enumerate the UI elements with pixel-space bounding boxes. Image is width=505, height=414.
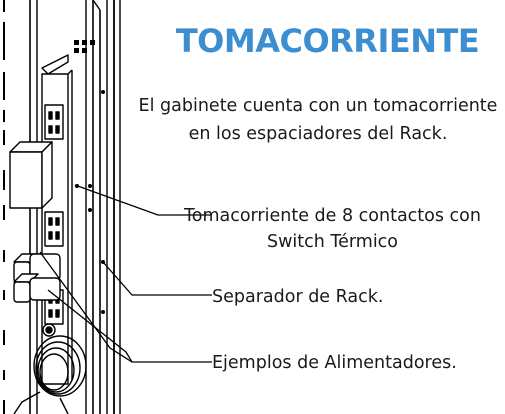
power-strip <box>41 54 79 385</box>
callout-rack-separator: Separador de Rack. <box>212 287 384 307</box>
leader-power-strip <box>74 184 212 216</box>
description-text: El gabinete cuenta con un tomacorriente … <box>138 96 498 144</box>
callout-power-supplies: Ejemplos de Alimentadores. <box>212 353 457 373</box>
leader-power-supplies-2 <box>47 289 133 363</box>
coiled-cable <box>13 335 87 414</box>
leader-lines <box>39 184 212 363</box>
power-adapter-box <box>9 141 53 209</box>
plug-adapters <box>13 253 61 303</box>
leader-rack-separator <box>102 261 212 296</box>
leader-power-supplies-1 <box>39 251 212 363</box>
rack-holes <box>74 40 105 314</box>
page-title: TOMACORRIENTE <box>175 22 480 60</box>
callout-power-strip: Tomacorriente de 8 contactos con Switch … <box>184 206 481 252</box>
